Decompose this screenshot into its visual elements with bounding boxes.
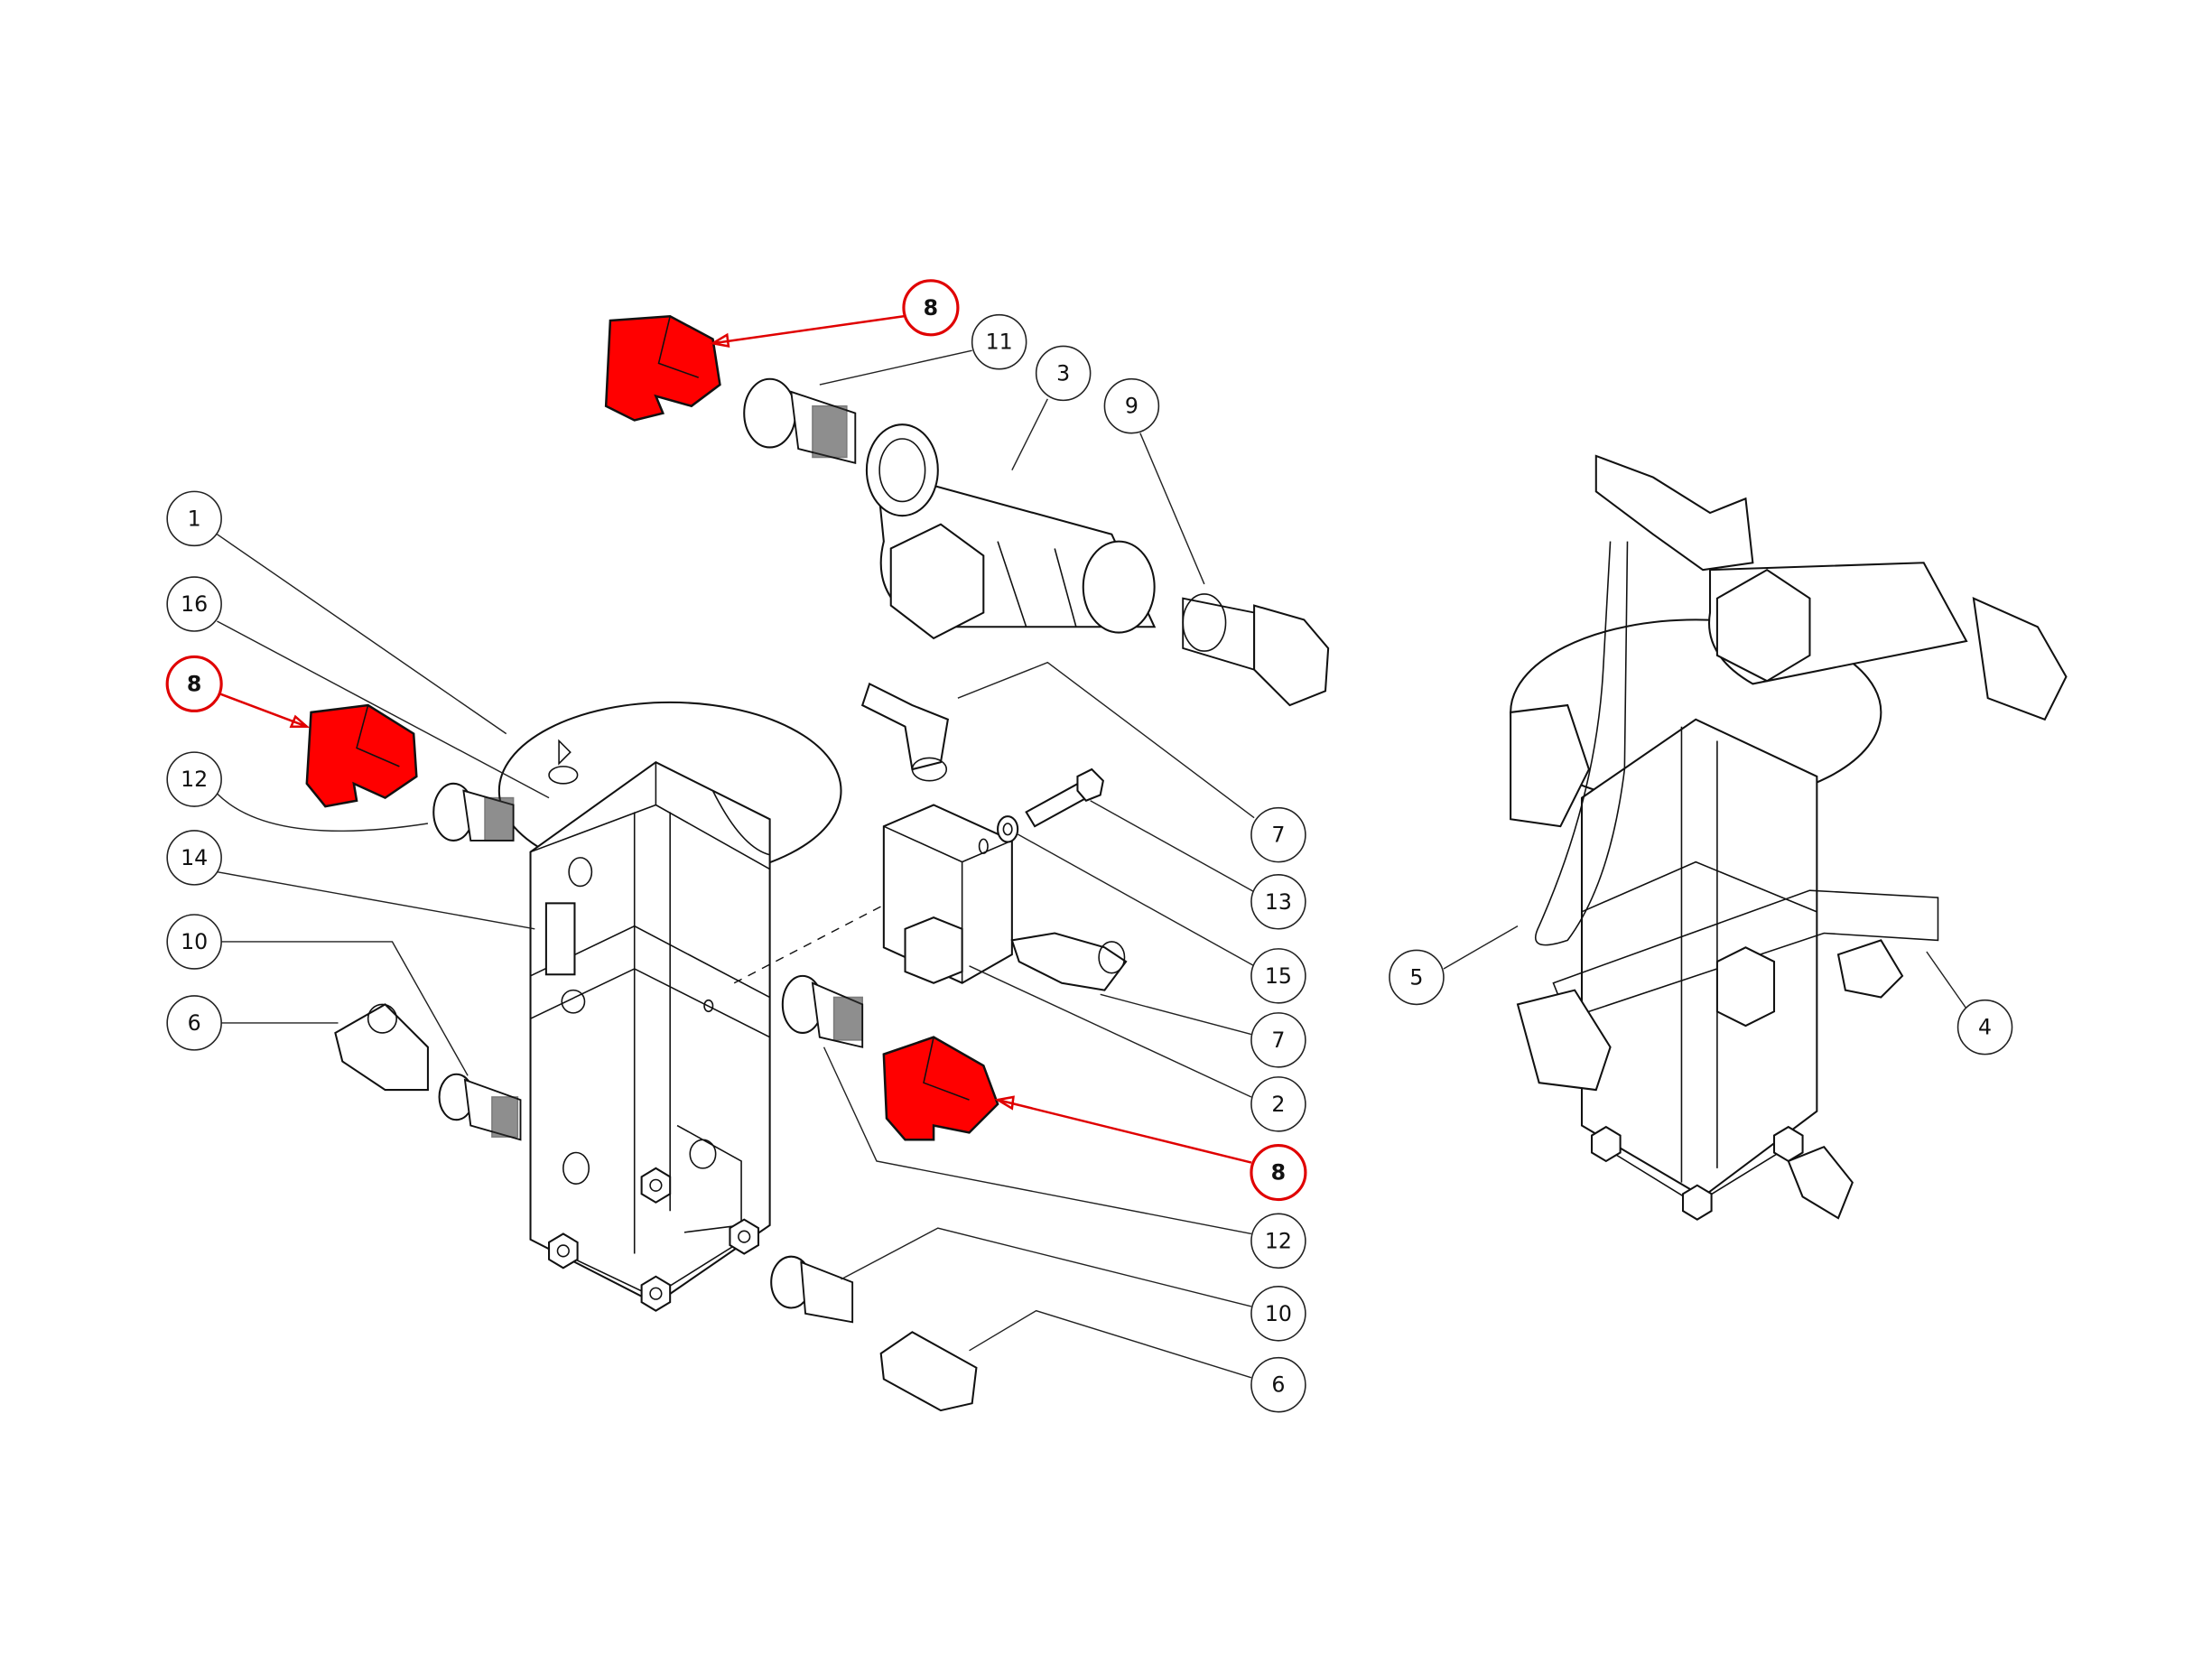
callout-7-lower: 7 — [1250, 1012, 1306, 1068]
nut-icon — [548, 1232, 579, 1269]
leader-lines — [216, 315, 1967, 1379]
svg-text:6: 6 — [1271, 1372, 1285, 1398]
callout-7-upper: 7 — [1250, 806, 1306, 863]
nut-icon — [729, 1218, 760, 1255]
callout-15: 15 — [1250, 948, 1306, 1004]
part-8-elbow-right-highlighted — [882, 1036, 999, 1141]
part-11-fitting — [743, 377, 857, 465]
callout-11: 11 — [971, 313, 1027, 370]
callout-10-right: 10 — [1250, 1286, 1306, 1342]
part-10-fitting-right — [770, 1255, 854, 1324]
svg-text:11: 11 — [986, 330, 1013, 355]
part-7-elbow-lower — [1010, 932, 1128, 991]
callout-12-right: 12 — [1250, 1213, 1306, 1269]
part-13-bolt — [1025, 767, 1104, 828]
part-main-body — [529, 760, 771, 1305]
callout-6-right: 6 — [1250, 1356, 1306, 1413]
nut-icon — [1682, 1184, 1713, 1221]
svg-text:15: 15 — [1265, 963, 1292, 989]
part-9-fitting — [1182, 593, 1330, 707]
svg-text:16: 16 — [181, 591, 208, 617]
svg-text:14: 14 — [181, 845, 208, 870]
callout-10-left: 10 — [166, 914, 222, 970]
callout-16: 16 — [166, 576, 222, 632]
svg-text:8: 8 — [1271, 1160, 1286, 1186]
callout-4: 4 — [1956, 999, 2013, 1056]
callout-1: 1 — [166, 490, 222, 547]
part-8-elbow-top-highlighted — [604, 315, 721, 422]
part-12-fitting-right — [781, 974, 864, 1048]
callout-14: 14 — [166, 830, 222, 886]
callout-12-left: 12 — [166, 751, 222, 807]
assembled-view — [1510, 454, 2068, 1221]
callout-8-left: 8 — [165, 655, 223, 712]
callout-6-left: 6 — [166, 995, 222, 1051]
svg-text:13: 13 — [1265, 889, 1292, 915]
part-6-connector-left — [334, 1003, 429, 1092]
svg-text:7: 7 — [1271, 1028, 1285, 1053]
part-8-elbow-left-highlighted — [305, 703, 418, 808]
callout-9: 9 — [1103, 377, 1160, 434]
nut-icon — [1591, 1125, 1622, 1163]
svg-text:12: 12 — [181, 767, 208, 792]
svg-text:8: 8 — [187, 671, 201, 696]
svg-text:8: 8 — [924, 295, 938, 321]
part-7-elbow-upper — [860, 682, 950, 782]
nut-icon — [640, 1275, 672, 1312]
svg-text:5: 5 — [1409, 964, 1423, 990]
svg-text:12: 12 — [1265, 1228, 1292, 1253]
nut-icon — [1772, 1125, 1804, 1163]
part-12-fitting-left — [432, 782, 515, 842]
exploded-view — [305, 315, 1330, 1412]
svg-text:10: 10 — [1265, 1301, 1292, 1326]
callout-8-right: 8 — [1250, 1144, 1307, 1202]
callout-2: 2 — [1250, 1076, 1306, 1132]
svg-text:9: 9 — [1125, 394, 1139, 419]
nut-icon — [640, 1167, 672, 1204]
svg-text:4: 4 — [1978, 1015, 1992, 1040]
svg-text:7: 7 — [1271, 823, 1285, 848]
bottom-nuts — [548, 1167, 760, 1312]
part-2-block — [882, 804, 1013, 984]
callout-13: 13 — [1250, 874, 1306, 930]
callout-3: 3 — [1035, 345, 1092, 402]
part-15-washer — [997, 815, 1019, 843]
part-3-valve — [865, 423, 1157, 640]
svg-text:3: 3 — [1056, 360, 1070, 386]
callouts: 8 11 3 9 1 16 8 12 14 10 6 7 13 15 7 2 8… — [165, 279, 2013, 1413]
part-6-connector-right — [879, 1331, 978, 1412]
svg-text:6: 6 — [188, 1010, 201, 1036]
callout-8-top: 8 — [902, 279, 960, 337]
callout-5: 5 — [1389, 949, 1445, 1006]
svg-text:10: 10 — [181, 929, 208, 954]
part-10-fitting-left — [438, 1073, 522, 1141]
svg-text:1: 1 — [188, 506, 201, 531]
svg-text:2: 2 — [1271, 1092, 1285, 1117]
